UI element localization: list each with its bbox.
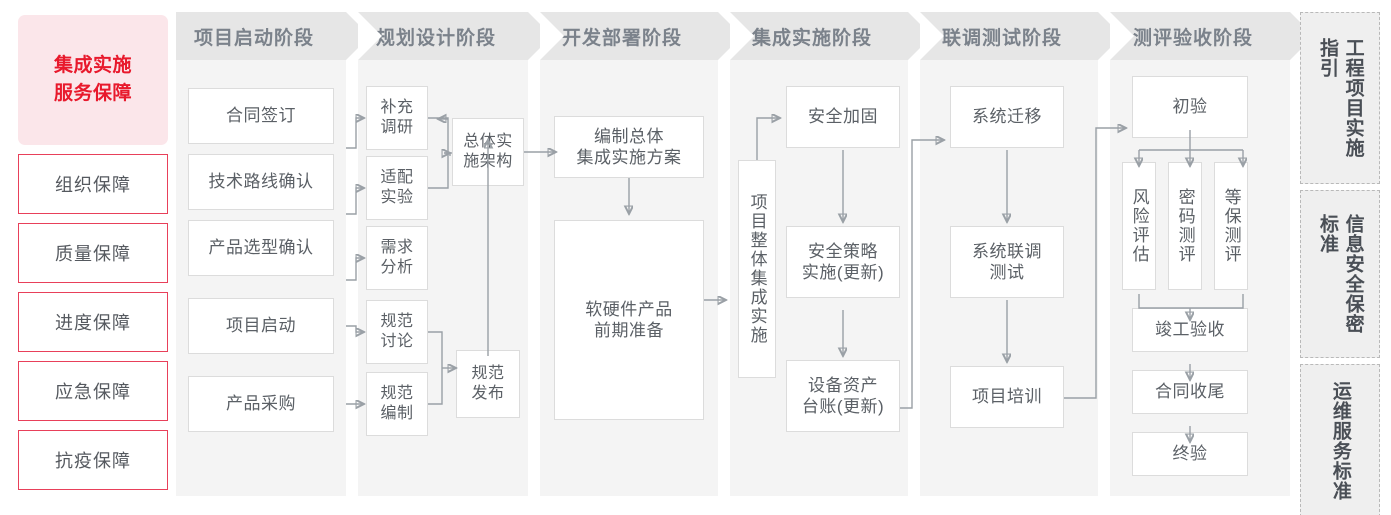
label-line1: 系统联调 — [972, 241, 1042, 261]
label-line2: 发布 — [471, 385, 505, 402]
label-line2: 测试 — [989, 263, 1025, 282]
node-overall-integration-plan[interactable]: 编制总体集成实施方案 — [554, 116, 704, 178]
label-line2: 实施(更新) — [801, 263, 885, 282]
phase-body-1: 合同签订 技术路线确认 产品选型确认 项目启动 产品采购 — [176, 60, 346, 496]
label-line1: 软硬件产品 — [585, 299, 673, 319]
phase-header-2: 规划设计阶段 — [358, 12, 552, 60]
label-line1: 设备资产 — [807, 375, 878, 395]
node-project-kickoff[interactable]: 项目启动 — [188, 298, 334, 354]
label-line2: 调研 — [380, 119, 414, 136]
node-product-procurement[interactable]: 产品采购 — [188, 376, 334, 432]
label-line2: 编制 — [380, 405, 414, 422]
phase-column-5: 联调测试阶段 系统迁移 系统联调测试 项目培训 — [920, 12, 1122, 496]
label-line1: 规范 — [471, 365, 505, 382]
label-line1: 安全策略 — [807, 241, 878, 261]
standards-item-engineering-guideline[interactable]: 工程项目实施指引 — [1300, 12, 1380, 184]
standards-label: 运维服务标准 — [1329, 380, 1351, 501]
phase-body-3: 编制总体集成实施方案 软硬件产品前期准备 — [540, 60, 718, 496]
node-equipment-asset-ledger[interactable]: 设备资产台账(更新) — [786, 360, 900, 432]
phase-column-3: 开发部署阶段 编制总体集成实施方案 软硬件产品前期准备 — [540, 12, 742, 496]
phase-column-1: 项目启动阶段 合同签订 技术路线确认 产品选型确认 项目启动 产品采购 — [176, 12, 370, 496]
phase-body-2: 补充调研 适配实验 需求分析 规范讨论 规范编制 总体实施架构 规范发布 — [358, 60, 528, 496]
label-line2: 分析 — [380, 259, 414, 276]
label-line2: 讨论 — [380, 333, 414, 350]
label-line2: 前期准备 — [594, 321, 664, 340]
node-supplementary-research[interactable]: 补充调研 — [366, 86, 428, 150]
node-risk-assessment[interactable]: 风险评估 — [1122, 162, 1156, 290]
label-line2: 实验 — [380, 189, 414, 206]
standards-item-ops-service-standard[interactable]: 运维服务标准 — [1300, 364, 1380, 515]
node-requirement-analysis[interactable]: 需求分析 — [366, 226, 428, 290]
standards-label: 工程项目实施指引 — [1317, 38, 1364, 158]
node-contract-signing[interactable]: 合同签订 — [188, 88, 334, 144]
guarantee-item-schedule[interactable]: 进度保障 — [18, 292, 168, 352]
label-line2: 施架构 — [463, 153, 513, 170]
guarantee-item-organization[interactable]: 组织保障 — [18, 154, 168, 214]
node-overall-implementation-architecture[interactable]: 总体实施架构 — [452, 118, 524, 186]
node-hardware-software-preparation[interactable]: 软硬件产品前期准备 — [554, 220, 704, 420]
node-tech-route-confirm[interactable]: 技术路线确认 — [188, 154, 334, 210]
guarantee-rail: 集成实施 服务保障 组织保障 质量保障 进度保障 应急保障 抗疫保障 — [18, 15, 168, 490]
phase-column-2: 规划设计阶段 补充调研 适配实验 需求分析 规范讨论 规范编制 总体实施架构 规… — [358, 12, 552, 496]
phase-body-5: 系统迁移 系统联调测试 项目培训 — [920, 60, 1098, 496]
phase-header-3: 开发部署阶段 — [540, 12, 742, 60]
node-contract-closure[interactable]: 合同收尾 — [1132, 370, 1248, 414]
phase-column-4: 集成实施阶段 项目整体集成实施 安全加固 安全策略实施(更新) 设备资产台账(更… — [730, 12, 932, 496]
standards-item-infosec-standard[interactable]: 信息安全保密标准 — [1300, 190, 1380, 358]
guarantee-rail-title: 集成实施 服务保障 — [18, 15, 168, 145]
node-product-selection[interactable]: 产品选型确认 — [188, 220, 334, 276]
node-spec-drafting[interactable]: 规范编制 — [366, 372, 428, 436]
label-line1: 编制总体 — [594, 126, 664, 146]
node-project-training[interactable]: 项目培训 — [950, 366, 1064, 428]
node-completion-acceptance[interactable]: 竣工验收 — [1132, 308, 1248, 352]
phase-body-6: 初验 风险评估 密码测评 等保测评 竣工验收 合同收尾 终验 — [1110, 60, 1290, 496]
label-line2: 集成实施方案 — [576, 148, 682, 167]
node-adaptation-experiment[interactable]: 适配实验 — [366, 156, 428, 220]
node-security-policy-implementation[interactable]: 安全策略实施(更新) — [786, 226, 900, 298]
guarantee-item-epidemic[interactable]: 抗疫保障 — [18, 430, 168, 490]
node-spec-discussion[interactable]: 规范讨论 — [366, 300, 428, 364]
label-line1: 补充 — [380, 99, 414, 116]
standards-rail: 工程项目实施指引 信息安全保密标准 运维服务标准 — [1300, 12, 1380, 515]
phase-header-4: 集成实施阶段 — [730, 12, 932, 60]
phase-column-6: 测评验收阶段 初验 风险评估 密码测评 等保测评 竣工验收 合同收尾 终验 — [1110, 12, 1314, 496]
label-line1: 适配 — [380, 169, 414, 186]
node-system-migration[interactable]: 系统迁移 — [950, 86, 1064, 148]
phase-body-4: 项目整体集成实施 安全加固 安全策略实施(更新) 设备资产台账(更新) — [730, 60, 908, 496]
label-line1: 需求 — [380, 239, 414, 256]
node-preliminary-acceptance[interactable]: 初验 — [1132, 76, 1248, 138]
node-spec-release[interactable]: 规范发布 — [456, 350, 520, 418]
node-overall-project-integration[interactable]: 项目整体集成实施 — [738, 160, 776, 378]
phase-header-1: 项目启动阶段 — [176, 12, 370, 60]
phase-header-6: 测评验收阶段 — [1110, 12, 1314, 60]
node-system-joint-test[interactable]: 系统联调测试 — [950, 226, 1064, 298]
label-line1: 规范 — [380, 313, 414, 330]
label-line1: 规范 — [380, 385, 414, 402]
label-line1: 总体实 — [463, 133, 513, 150]
node-cryptography-evaluation[interactable]: 密码测评 — [1168, 162, 1202, 290]
guarantee-title-line1: 集成实施 — [53, 55, 132, 77]
guarantee-item-emergency[interactable]: 应急保障 — [18, 361, 168, 421]
node-security-hardening[interactable]: 安全加固 — [786, 86, 900, 148]
label-line2: 台账(更新) — [801, 397, 885, 416]
node-final-acceptance[interactable]: 终验 — [1132, 432, 1248, 476]
node-mlps-evaluation[interactable]: 等保测评 — [1214, 162, 1248, 290]
guarantee-title-line2: 服务保障 — [53, 83, 132, 104]
guarantee-item-quality[interactable]: 质量保障 — [18, 223, 168, 283]
standards-label: 信息安全保密标准 — [1317, 214, 1364, 334]
phase-header-5: 联调测试阶段 — [920, 12, 1122, 60]
